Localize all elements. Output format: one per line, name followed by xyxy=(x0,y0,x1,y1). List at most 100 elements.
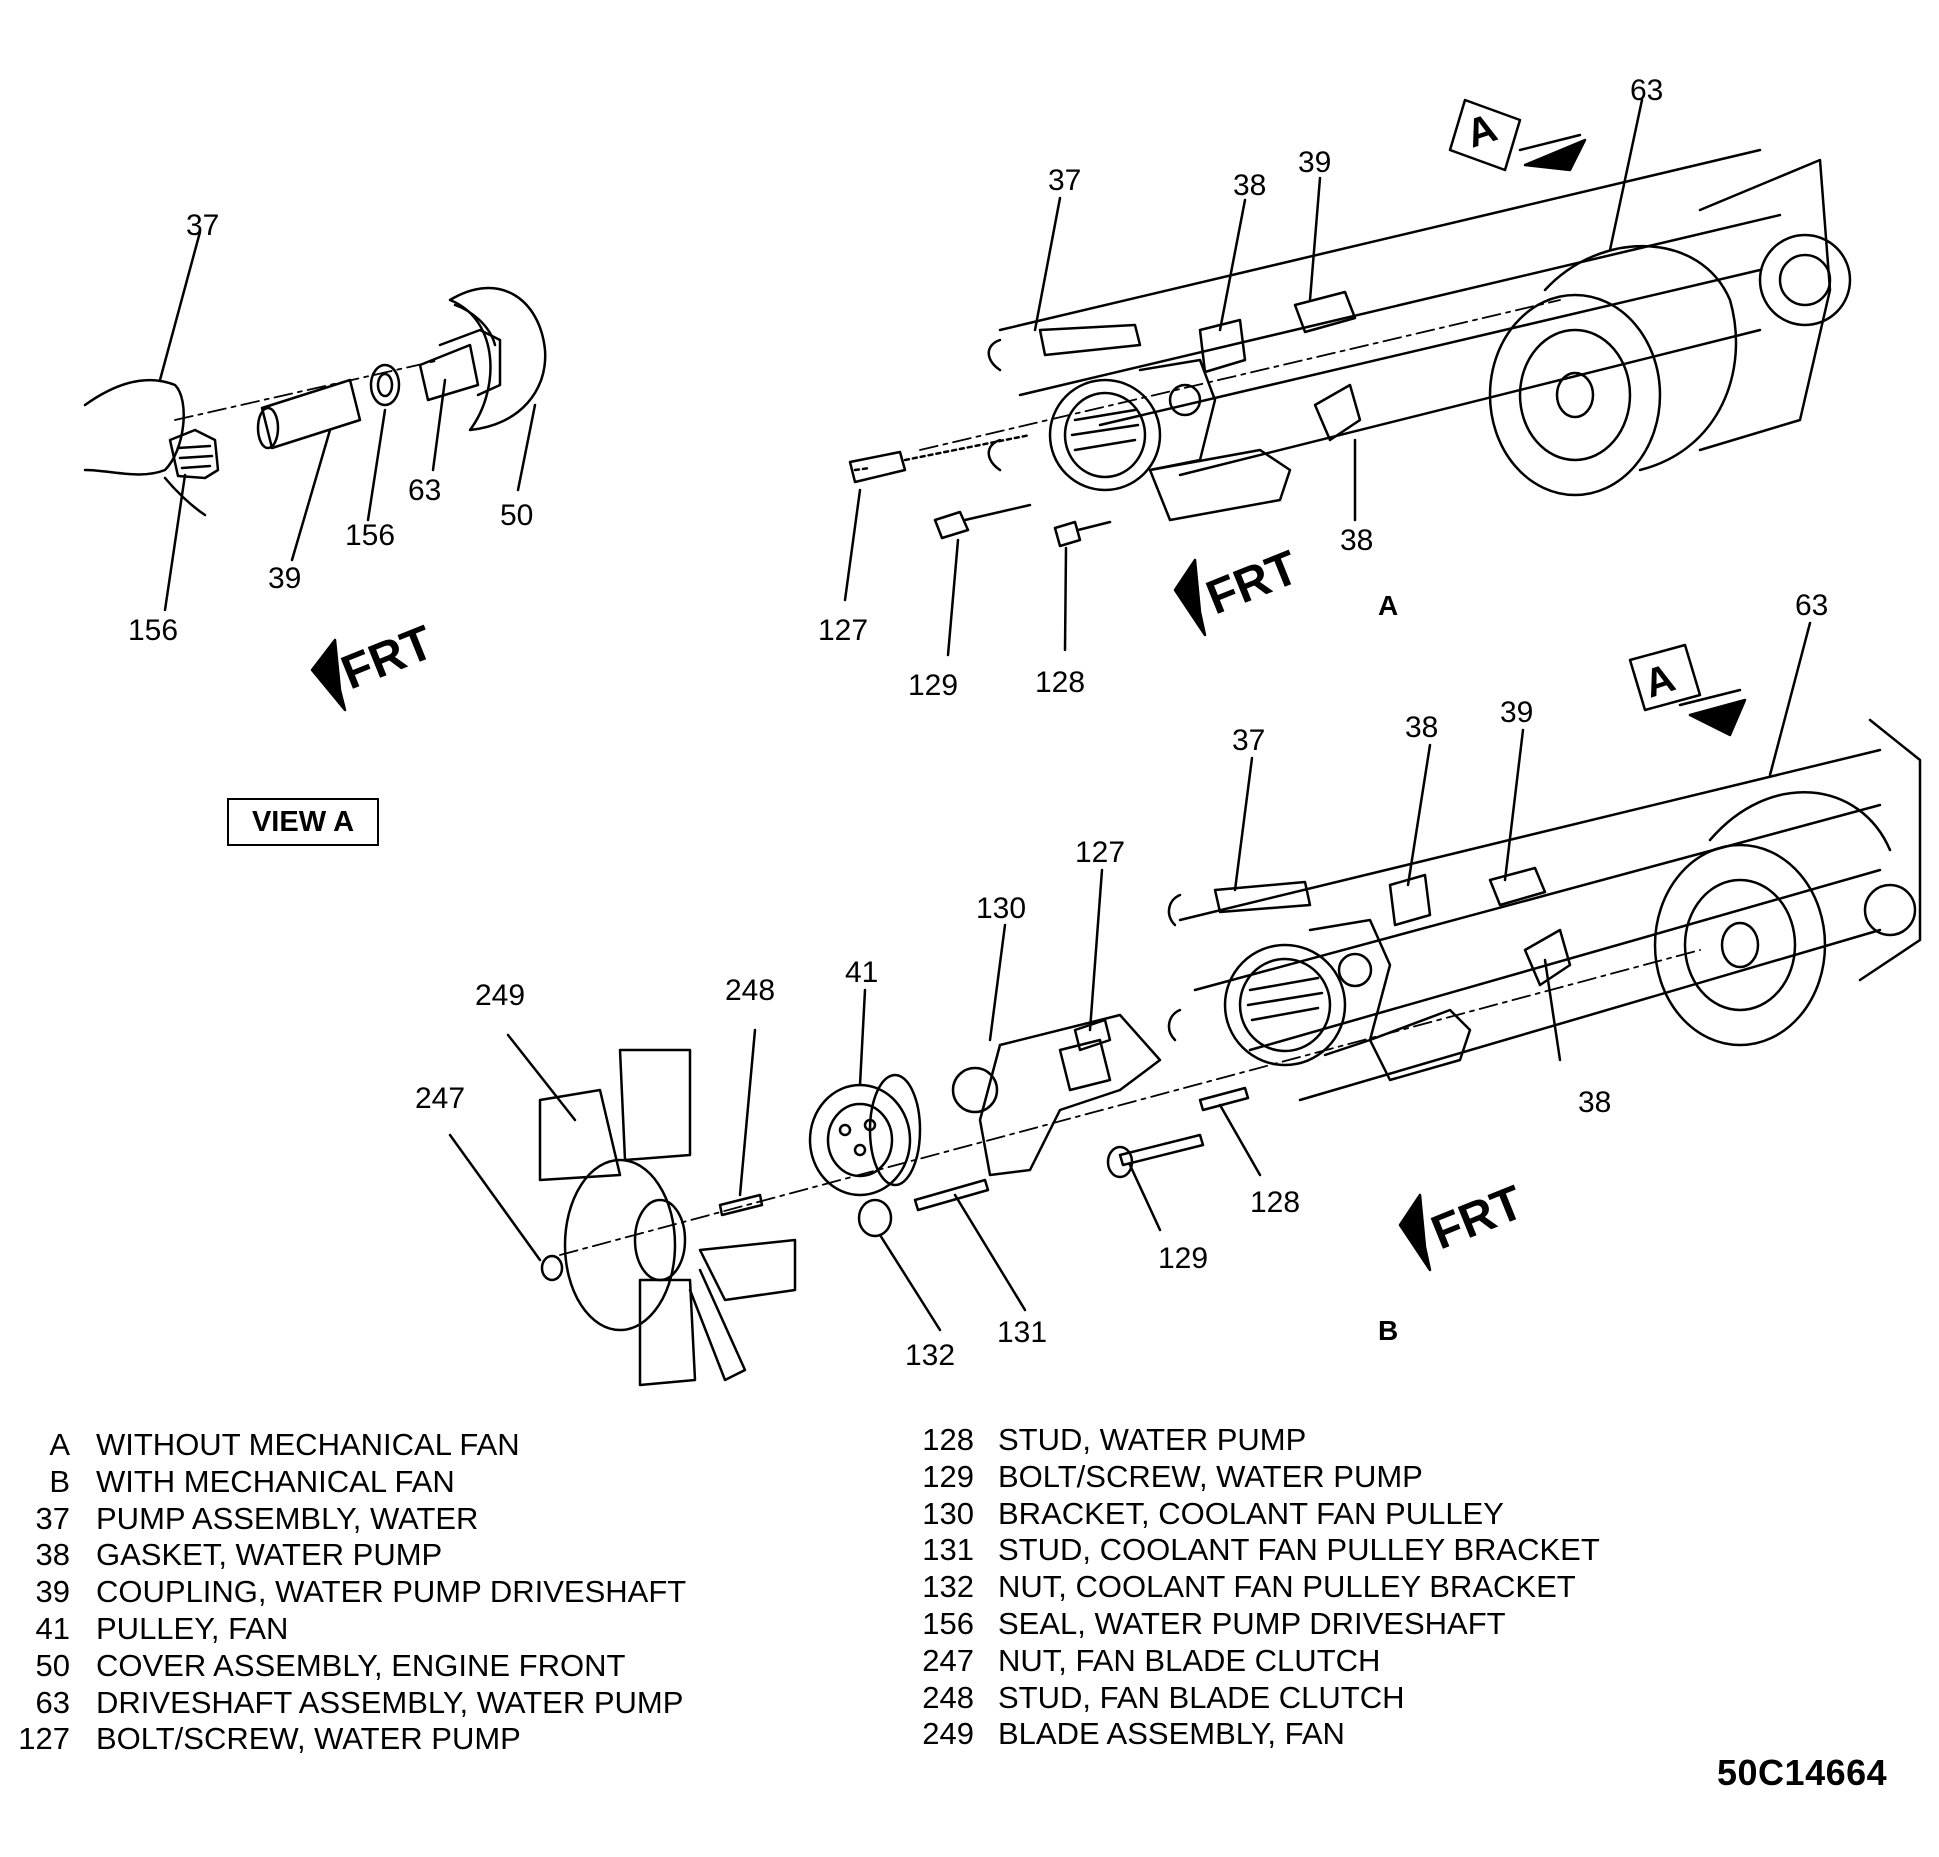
legend-key: 132 xyxy=(922,1569,974,1605)
legend-key: 38 xyxy=(35,1537,70,1573)
legend-text: COVER ASSEMBLY, ENGINE FRONT xyxy=(96,1647,626,1683)
legend-right: 128 STUD, WATER PUMP 129 BOLT/SCREW, WATER… xyxy=(880,1422,1600,1753)
legend-text: BRACKET, COOLANT FAN PULLEY xyxy=(998,1495,1504,1531)
frt-label-assembly-a: FRT xyxy=(1199,541,1305,625)
legend-key: 129 xyxy=(922,1458,974,1494)
legend-key: 63 xyxy=(35,1684,70,1720)
legend-row: 129 BOLT/SCREW, WATER PUMP xyxy=(880,1459,1600,1496)
arrow-box-letter-bottom: A xyxy=(1639,656,1680,707)
legend-row: 50 COVER ASSEMBLY, ENGINE FRONT xyxy=(0,1648,686,1685)
legend-row: 248 STUD, FAN BLADE CLUTCH xyxy=(880,1680,1600,1717)
legend-row: 63 DRIVESHAFT ASSEMBLY, WATER PUMP xyxy=(0,1685,686,1722)
legend-left: A WITHOUT MECHANICAL FAN B WITH MECHANICAL… xyxy=(0,1427,686,1758)
callout-b-248: 248 xyxy=(725,974,775,1007)
callout-numbers: 37 39 156 156 63 50 37 38 39 63 38 127 1… xyxy=(128,74,1828,1372)
legend-key: 130 xyxy=(922,1495,974,1531)
callout-va-39: 39 xyxy=(268,562,301,595)
legend-text: SEAL, WATER PUMP DRIVESHAFT xyxy=(998,1605,1506,1641)
callout-b-127: 127 xyxy=(1075,836,1125,869)
callout-b-41: 41 xyxy=(845,956,878,989)
callout-b-38-top: 38 xyxy=(1405,711,1438,744)
legend-row: B WITH MECHANICAL FAN xyxy=(0,1464,686,1501)
callout-b-130: 130 xyxy=(976,892,1026,925)
view-a-label: VIEW A xyxy=(227,798,379,846)
legend-row: 37 PUMP ASSEMBLY, WATER xyxy=(0,1501,686,1538)
legend-key: 50 xyxy=(35,1647,70,1683)
legend-text: DRIVESHAFT ASSEMBLY, WATER PUMP xyxy=(96,1684,684,1720)
callout-va-37: 37 xyxy=(186,209,219,242)
frt-label-view-a: FRT xyxy=(334,616,440,700)
frt-arrow-view-a-shape xyxy=(310,638,347,712)
callout-a-63: 63 xyxy=(1630,74,1663,107)
legend-key: 131 xyxy=(922,1532,974,1568)
callout-b-39: 39 xyxy=(1500,696,1533,729)
view-a-illustration xyxy=(83,230,547,612)
legend-row: 39 COUPLING, WATER PUMP DRIVESHAFT xyxy=(0,1574,687,1611)
legend-text: STUD, COOLANT FAN PULLEY BRACKET xyxy=(998,1532,1600,1568)
legend-row: 131 STUD, COOLANT FAN PULLEY BRACKET xyxy=(880,1532,1600,1569)
legend-text: COUPLING, WATER PUMP DRIVESHAFT xyxy=(96,1574,687,1610)
callout-b-131: 131 xyxy=(997,1316,1047,1349)
callout-b-63: 63 xyxy=(1795,589,1828,622)
callout-b-132: 132 xyxy=(905,1339,955,1372)
legend-key: A xyxy=(49,1427,70,1462)
legend-text: BLADE ASSEMBLY, FAN xyxy=(998,1716,1345,1752)
callout-b-247: 247 xyxy=(415,1082,465,1115)
legend-text: BOLT/SCREW, WATER PUMP xyxy=(96,1721,521,1757)
legend-key: 37 xyxy=(35,1500,70,1536)
legend-key: 127 xyxy=(18,1721,70,1757)
legend-text: NUT, COOLANT FAN PULLEY BRACKET xyxy=(998,1569,1576,1605)
seal-156-shape xyxy=(369,363,401,407)
callout-va-50: 50 xyxy=(500,499,533,532)
frt-labels: FRT FRT FRT xyxy=(334,541,1530,1260)
arrow-box-letter-top: A xyxy=(1461,106,1502,157)
legend-key: 248 xyxy=(922,1679,974,1715)
callout-b-249: 249 xyxy=(475,979,525,1012)
callout-b-37: 37 xyxy=(1232,724,1265,757)
callout-a-38-top: 38 xyxy=(1233,169,1266,202)
callout-va-63: 63 xyxy=(408,474,441,507)
front-cover-50-shape xyxy=(448,286,547,432)
legend-row: 128 STUD, WATER PUMP xyxy=(880,1422,1600,1459)
legend-row: 38 GASKET, WATER PUMP xyxy=(0,1537,686,1574)
assembly-a-illustration xyxy=(843,98,1852,657)
legend-row: 247 NUT, FAN BLADE CLUTCH xyxy=(880,1643,1600,1680)
legend-text: NUT, FAN BLADE CLUTCH xyxy=(998,1642,1381,1678)
legend-row: 132 NUT, COOLANT FAN PULLEY BRACKET xyxy=(880,1569,1600,1606)
legend-key: 128 xyxy=(922,1422,974,1457)
legend-row: 130 BRACKET, COOLANT FAN PULLEY xyxy=(880,1496,1600,1533)
legend-text: WITH MECHANICAL FAN xyxy=(96,1463,455,1499)
legend-key: 41 xyxy=(35,1610,70,1646)
legend-text: STUD, FAN BLADE CLUTCH xyxy=(998,1679,1405,1715)
callout-a-38-bottom: 38 xyxy=(1340,524,1373,557)
legend-text: PUMP ASSEMBLY, WATER xyxy=(96,1500,479,1536)
legend-key: B xyxy=(49,1463,70,1499)
legend-row: 249 BLADE ASSEMBLY, FAN xyxy=(880,1716,1600,1753)
callout-b-128: 128 xyxy=(1250,1186,1300,1219)
legend-key: 156 xyxy=(922,1605,974,1641)
legend-text: BOLT/SCREW, WATER PUMP xyxy=(998,1458,1423,1494)
callout-a-39: 39 xyxy=(1298,146,1331,179)
callout-b-129: 129 xyxy=(1158,1242,1208,1275)
legend-text: STUD, WATER PUMP xyxy=(998,1422,1307,1457)
legend-text: GASKET, WATER PUMP xyxy=(96,1537,443,1573)
legend-row: A WITHOUT MECHANICAL FAN xyxy=(0,1427,686,1464)
callout-a-128: 128 xyxy=(1035,666,1085,699)
legend-key: 249 xyxy=(922,1716,974,1752)
callout-a-37: 37 xyxy=(1048,164,1081,197)
section-label-a: A xyxy=(1378,590,1398,621)
callout-a-127: 127 xyxy=(818,614,868,647)
callout-b-38-bottom: 38 xyxy=(1578,1086,1611,1119)
view-a-label-text: VIEW A xyxy=(251,805,355,838)
section-label-b: B xyxy=(1378,1315,1398,1346)
legend-text: WITHOUT MECHANICAL FAN xyxy=(96,1427,520,1462)
callout-va-156-right: 156 xyxy=(345,519,395,552)
legend-row: 127 BOLT/SCREW, WATER PUMP xyxy=(0,1721,686,1758)
legend-key: 247 xyxy=(922,1642,974,1678)
frt-label-assembly-b: FRT xyxy=(1424,1176,1530,1260)
assembly-b-illustration xyxy=(448,621,1922,1387)
driveshaft-63-shape xyxy=(418,343,480,402)
legend-key: 39 xyxy=(35,1574,70,1610)
